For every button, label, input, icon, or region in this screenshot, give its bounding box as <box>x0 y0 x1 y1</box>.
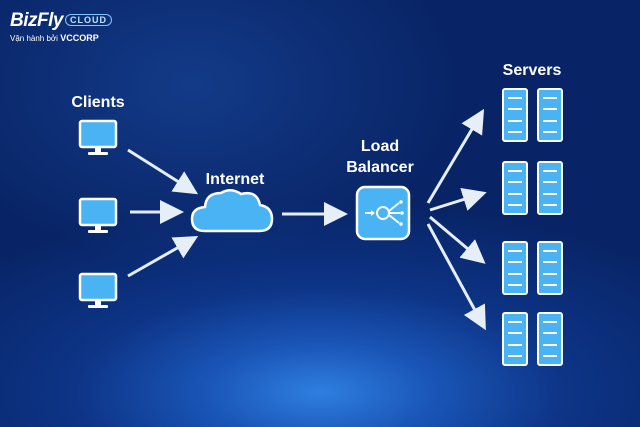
server-group-1 <box>502 88 563 142</box>
brand-name: BizFly <box>10 10 63 31</box>
brand-cloud-tag: CLOUD <box>64 14 112 26</box>
brand-operated-by: Vận hành bởi <box>10 34 58 43</box>
server-group-4 <box>502 312 563 366</box>
clients-label: Clients <box>71 94 125 111</box>
arrow-lb-server4 <box>426 223 486 331</box>
server-rack-icon <box>502 161 528 215</box>
server-rack-icon <box>502 88 528 142</box>
load-balancer-label-line1: Load <box>360 138 400 155</box>
brand-operator: VCCORP <box>60 33 99 43</box>
client-monitor-icon <box>78 119 118 157</box>
server-rack-icon <box>537 312 563 366</box>
arrow-client3-internet <box>127 236 199 278</box>
server-group-3 <box>502 241 563 295</box>
server-rack-icon <box>537 241 563 295</box>
load-balancer-icon <box>355 185 411 241</box>
arrow-lb-server2 <box>429 187 487 212</box>
client-monitor-icon <box>78 197 118 235</box>
server-rack-icon <box>537 161 563 215</box>
server-rack-icon <box>502 312 528 366</box>
server-rack-icon <box>502 241 528 295</box>
arrow-lb-server1 <box>426 108 485 204</box>
arrow-client1-internet <box>127 148 199 195</box>
arrow-lb-server3 <box>429 215 486 264</box>
server-group-2 <box>502 161 563 215</box>
server-rack-icon <box>537 88 563 142</box>
servers-label: Servers <box>502 62 562 79</box>
internet-label: Internet <box>205 171 265 188</box>
client-monitor-icon <box>78 272 118 310</box>
load-balancer-label-line2: Balancer <box>346 159 414 176</box>
internet-cloud-icon <box>190 189 274 233</box>
load-balancer-label: Load Balancer <box>330 136 430 178</box>
